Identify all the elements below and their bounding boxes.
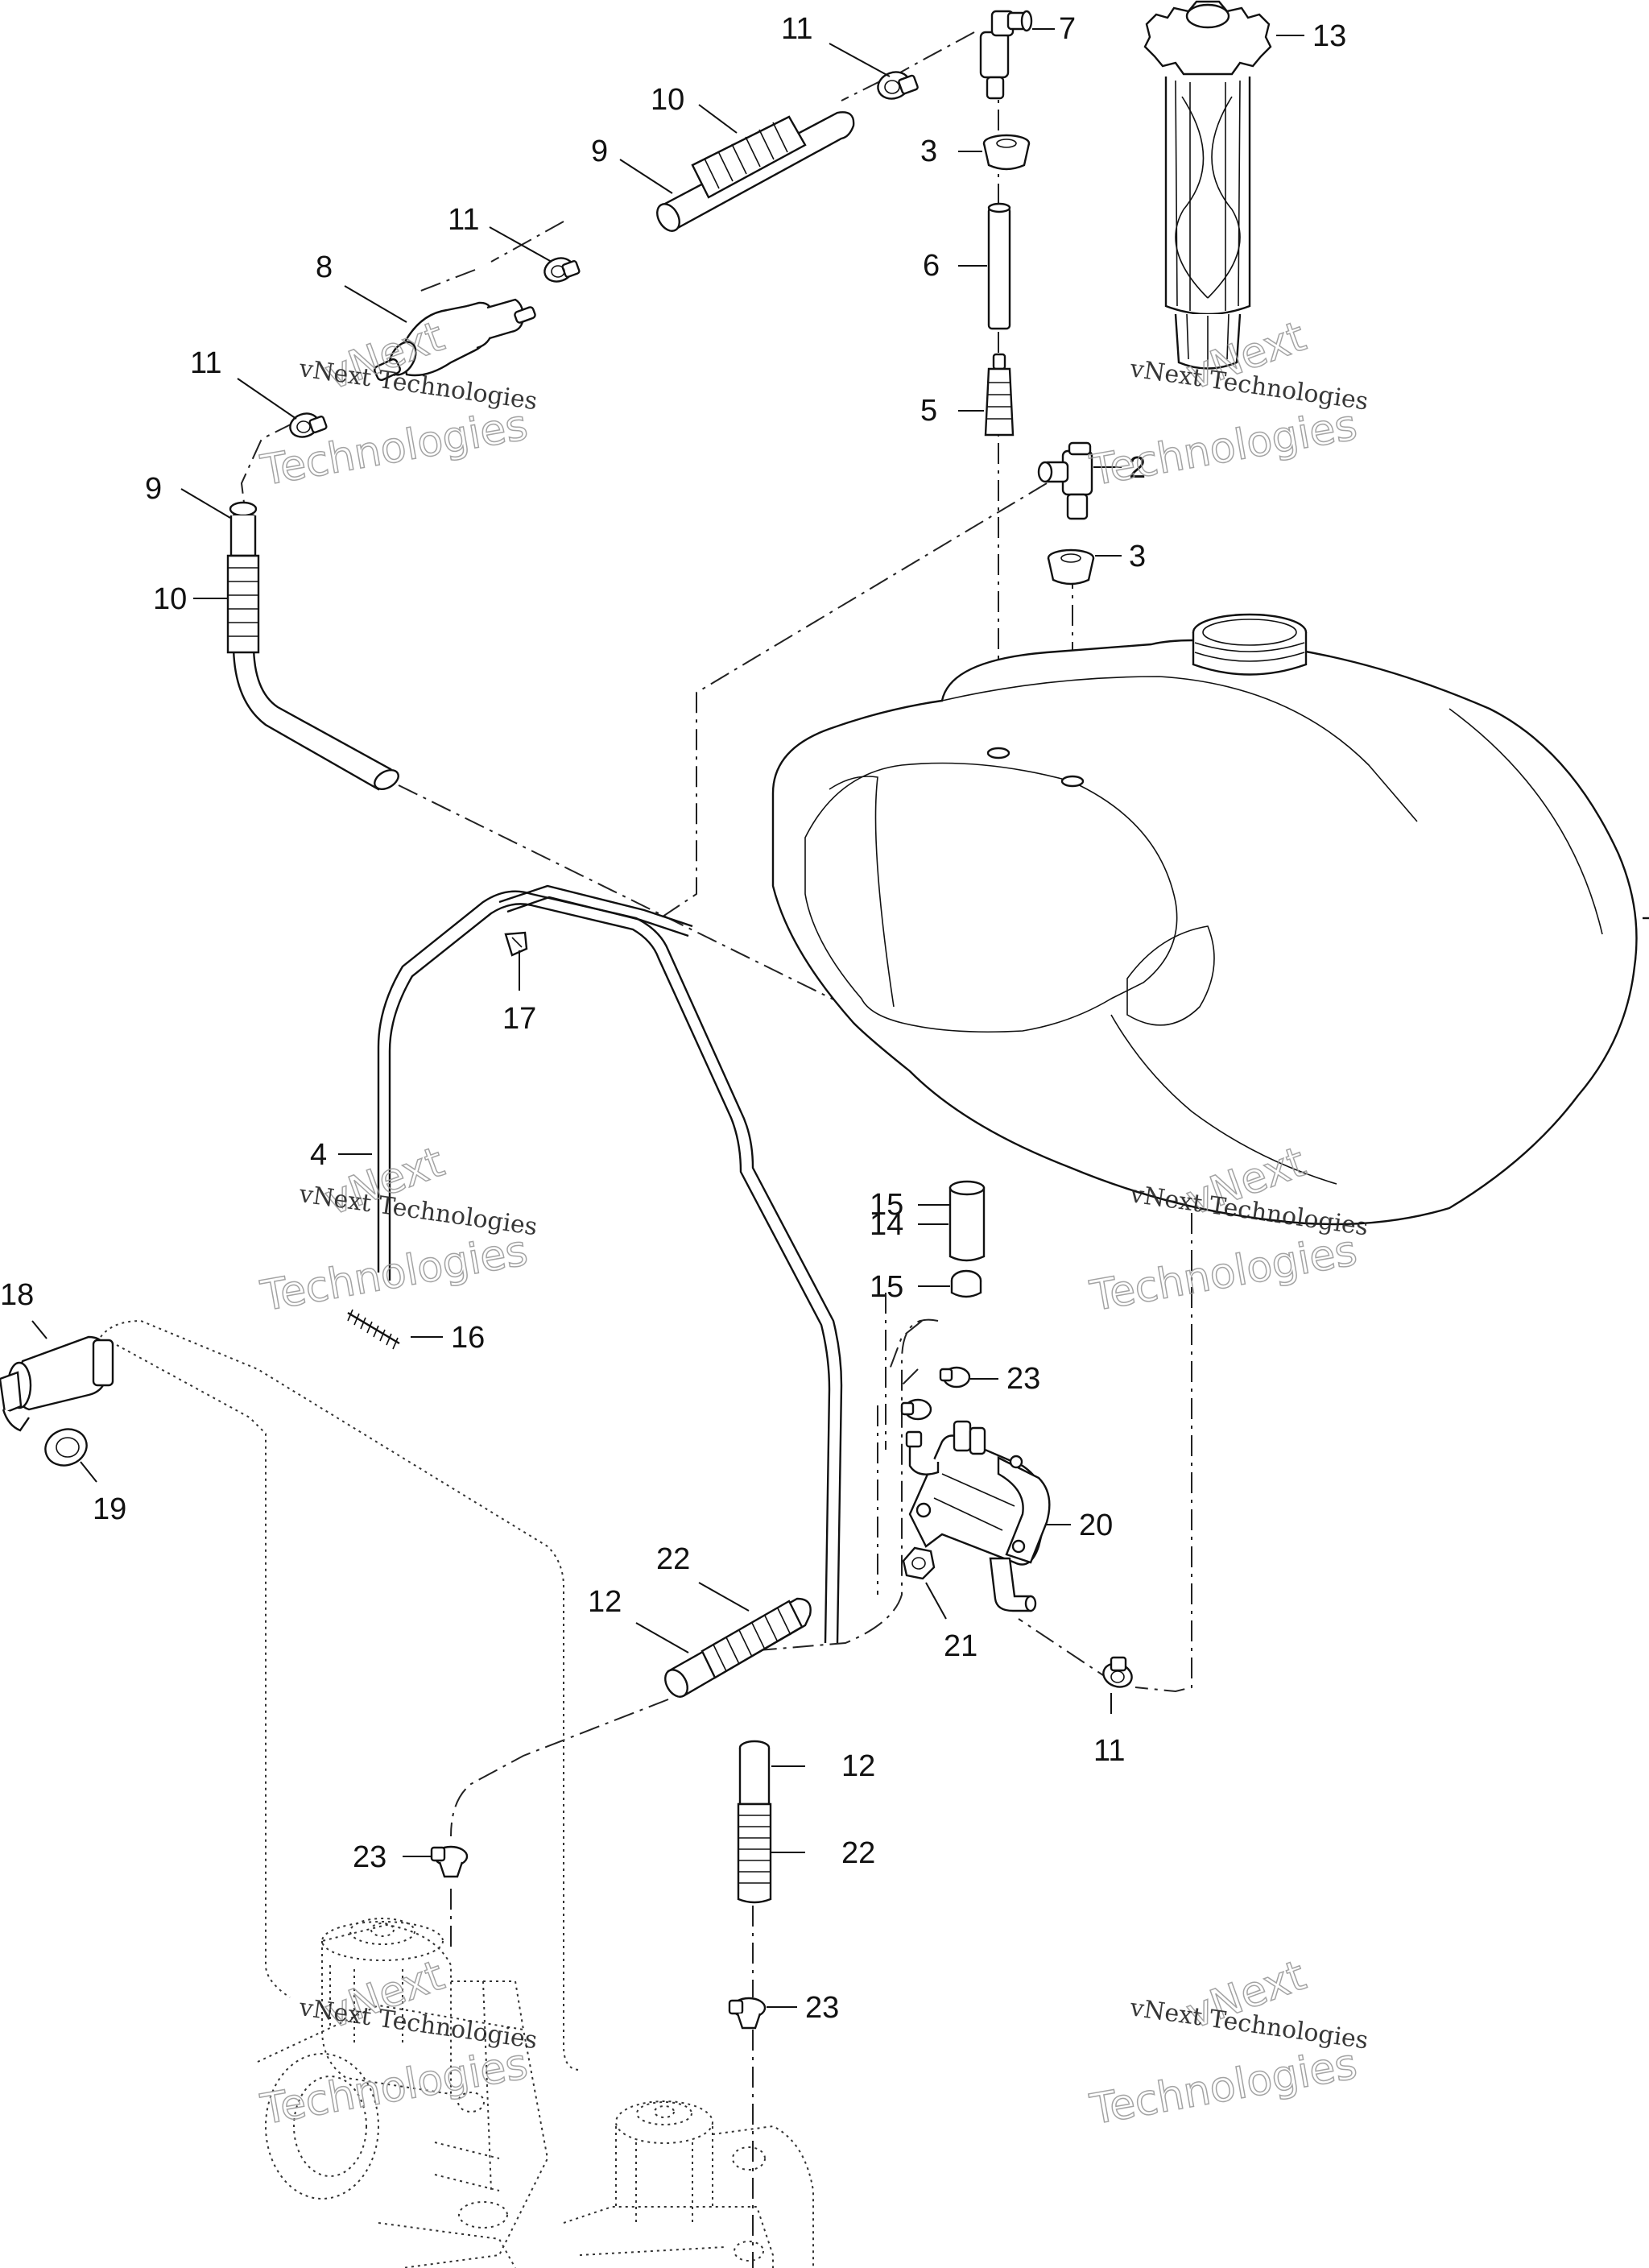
callout-label: 3	[920, 135, 937, 168]
hose-9-10-left	[226, 501, 399, 791]
carburetor-left	[257, 1918, 549, 2268]
watermark-text: Technologies	[257, 1227, 531, 1321]
fuel-gauge-13	[1143, 0, 1272, 370]
watermark-text: Technologies	[257, 2040, 531, 2134]
callout-label: 10	[153, 582, 187, 616]
clamp-11-c	[289, 412, 328, 438]
elbow-fitting-2	[1037, 441, 1093, 520]
sleeve-14	[948, 1180, 986, 1262]
callout-label: 2	[1129, 451, 1146, 485]
fuel-pump-20	[905, 1420, 1051, 1612]
callout-label: 17	[502, 1002, 536, 1036]
elbow-fitting-7	[979, 10, 1033, 100]
watermark-top-right: vNext vNext Technologies Technologies	[1086, 312, 1370, 496]
callout-numbers: 11 7 13 10 9 3 11 6 8 11 5 2 9 3 10 17 4…	[0, 12, 1346, 2025]
callout-label: 4	[310, 1138, 327, 1172]
hose-12-22-vertical	[737, 1740, 772, 1904]
callout-label: 9	[145, 472, 162, 506]
clamp-11-b	[543, 257, 581, 283]
callout-label: 19	[93, 1492, 126, 1526]
inline-filter-8	[374, 298, 536, 382]
watermark-bottom-right: vNext vNext Technologies Technologies	[1086, 1951, 1370, 2135]
clamp-23-carb-left	[430, 1845, 469, 1878]
callout-label: 12	[588, 1585, 622, 1619]
clamp-11-d	[1102, 1656, 1133, 1688]
callout-label: 22	[841, 1836, 875, 1870]
callout-label: 15	[870, 1188, 903, 1222]
pickup-tube-6	[987, 202, 1011, 330]
callout-label: 6	[923, 249, 940, 283]
clamp-23-carb-right	[728, 1997, 767, 2030]
fuel-valve-18	[0, 1335, 114, 1432]
callout-label: 11	[781, 12, 812, 46]
clamp-11-a	[877, 71, 919, 100]
callout-label: 9	[591, 135, 608, 168]
callout-label: 5	[920, 394, 937, 428]
fuel-filter-5	[984, 353, 1015, 437]
fuel-tank	[771, 613, 1649, 1226]
callout-label: 7	[1059, 12, 1076, 46]
nut-21	[902, 1546, 936, 1580]
grommet-3-upper	[982, 134, 1031, 171]
callout-label: 16	[451, 1321, 485, 1355]
callout-label: 15	[870, 1270, 903, 1304]
callout-label: 22	[656, 1542, 690, 1576]
callout-label: 12	[841, 1749, 875, 1783]
grommet-3-lower	[1047, 548, 1095, 586]
hose-9-10-upper	[656, 111, 855, 232]
callout-label: 23	[805, 1991, 839, 2025]
watermark-text: Technologies	[1086, 1227, 1360, 1321]
callout-label: 21	[944, 1629, 977, 1663]
spring-16	[347, 1309, 400, 1350]
callout-label: 14	[870, 1208, 903, 1242]
watermark-text: Technologies	[1086, 2040, 1360, 2134]
clip-17	[504, 931, 528, 957]
callout-label: 11	[448, 203, 479, 237]
watermark-text: Technologies	[1086, 401, 1360, 495]
callout-label: 8	[316, 250, 333, 284]
nut-19	[44, 1428, 88, 1467]
clamp-23-pump-b	[900, 1398, 932, 1421]
callout-label: 13	[1312, 19, 1346, 53]
callout-label: 18	[0, 1278, 34, 1312]
carburetor-right	[563, 2100, 814, 2268]
callout-label: 23	[353, 1840, 386, 1874]
hose-12-22-angled	[664, 1597, 812, 1698]
callout-label: 11	[190, 346, 221, 380]
fuel-line-tube	[377, 884, 843, 1644]
callout-label: 10	[651, 83, 684, 117]
watermark-top-left: vNext vNext Technologies Technologies	[257, 312, 539, 496]
clamp-23-pump-a	[939, 1366, 971, 1389]
callout-label: 11	[1093, 1734, 1125, 1768]
callout-label: 20	[1079, 1509, 1113, 1542]
watermark-mid-left: vNext vNext Technologies Technologies	[257, 1137, 539, 1322]
leader-lines	[31, 28, 1304, 2008]
clamp-15-lower	[950, 1269, 982, 1298]
callout-label: 23	[1006, 1362, 1040, 1396]
callout-label: 3	[1129, 540, 1146, 573]
